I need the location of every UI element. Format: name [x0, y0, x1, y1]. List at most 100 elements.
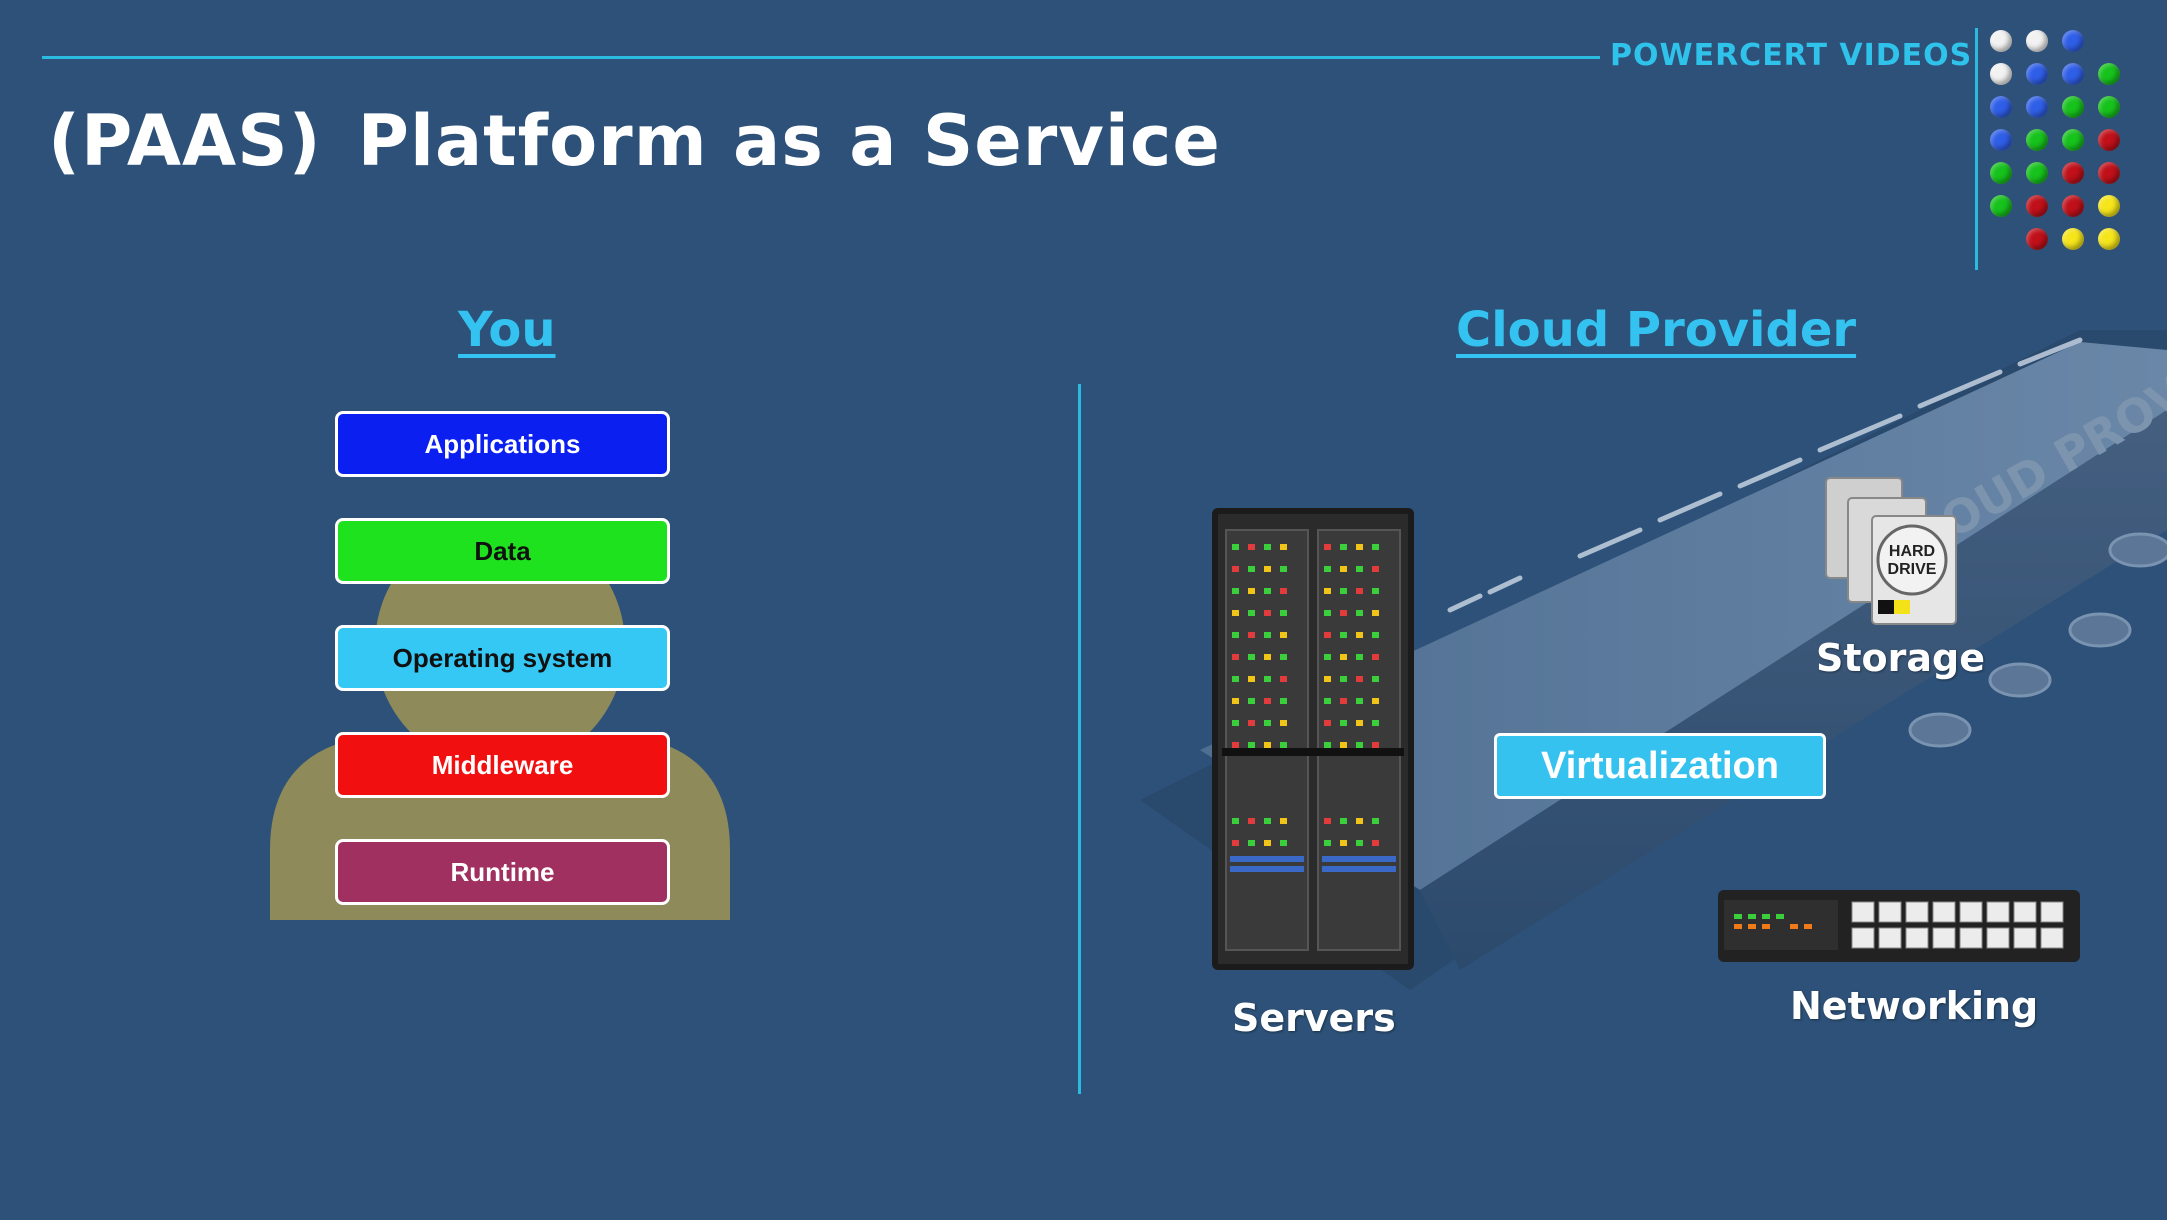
rack-led — [1356, 818, 1363, 824]
logo-dot — [2026, 96, 2048, 118]
logo-dot — [2062, 129, 2084, 151]
logo-dot — [1990, 63, 2012, 85]
logo-dot — [2026, 129, 2048, 151]
rack-led — [1324, 566, 1331, 572]
rack-led — [1280, 654, 1287, 660]
layer-applications: Applications — [335, 411, 670, 477]
rack-led — [1248, 840, 1255, 846]
rack-led — [1264, 632, 1271, 638]
rack-led — [1232, 610, 1239, 616]
switch-port — [1932, 901, 1956, 923]
logo-dot — [1990, 195, 2012, 217]
rack-led — [1372, 632, 1379, 638]
layer-middleware-label: Middleware — [431, 749, 574, 780]
rack-led — [1280, 610, 1287, 616]
rack-led — [1248, 698, 1255, 704]
rack-led — [1280, 676, 1287, 682]
rack-led — [1340, 720, 1347, 726]
logo-dot — [2098, 228, 2120, 250]
servers-label: Servers — [1232, 996, 1396, 1040]
rack-led — [1232, 676, 1239, 682]
logo-dot — [2026, 63, 2048, 85]
rack-led — [1232, 566, 1239, 572]
rack-led — [1356, 588, 1363, 594]
title-main: Platform as a Service — [357, 100, 1221, 182]
rack-led — [1248, 742, 1255, 748]
title-prefix: (PAAS) — [48, 100, 322, 182]
logo-dot — [1990, 30, 2012, 52]
hard-drive-text-2: DRIVE — [1888, 561, 1937, 578]
logo-dot — [1990, 96, 2012, 118]
switch-port — [1851, 927, 1875, 949]
rack-led — [1264, 566, 1271, 572]
logo-dot — [2098, 195, 2120, 217]
switch-port — [1959, 901, 1983, 923]
rack-led — [1264, 588, 1271, 594]
logo-dot — [2026, 228, 2048, 250]
logo-dot — [2062, 195, 2084, 217]
networking-label: Networking — [1790, 984, 2039, 1028]
rack-led — [1232, 818, 1239, 824]
rack-led — [1356, 654, 1363, 660]
rack-led — [1324, 698, 1331, 704]
rack-led — [1356, 566, 1363, 572]
page-title: (PAAS) Platform as a Service — [48, 100, 1221, 182]
storage-label: Storage — [1816, 636, 1985, 680]
rack-led — [1356, 720, 1363, 726]
rack-led — [1356, 742, 1363, 748]
layer-runtime-label: Runtime — [450, 856, 555, 887]
rack-led — [1324, 742, 1331, 748]
server-rack-icon — [1212, 508, 1414, 970]
virtualization-box: Virtualization — [1494, 733, 1826, 799]
hard-drive-text-1: HARD — [1889, 543, 1935, 560]
switch-port — [1878, 901, 1902, 923]
rack-led — [1280, 818, 1287, 824]
rack-led — [1264, 676, 1271, 682]
logo-dot — [1990, 162, 2012, 184]
rack-led — [1340, 544, 1347, 550]
rack-led — [1324, 676, 1331, 682]
rack-led — [1324, 632, 1331, 638]
rack-led — [1372, 818, 1379, 824]
rack-led — [1248, 676, 1255, 682]
rack-led — [1264, 742, 1271, 748]
rack-led — [1232, 544, 1239, 550]
rack-led — [1372, 840, 1379, 846]
rack-led — [1372, 676, 1379, 682]
rack-led — [1248, 544, 1255, 550]
logo-dot — [2062, 228, 2084, 250]
logo-dot — [2098, 129, 2120, 151]
rack-led — [1372, 742, 1379, 748]
rack-led — [1372, 588, 1379, 594]
rack-led — [1340, 818, 1347, 824]
logo-dot — [2026, 162, 2048, 184]
logo-dot — [2062, 30, 2084, 52]
brand-logo-dots — [1990, 30, 2140, 260]
rack-led — [1232, 588, 1239, 594]
you-heading: You — [458, 302, 556, 358]
logo-dot — [1990, 129, 2012, 151]
switch-port — [1932, 927, 1956, 949]
rack-led — [1356, 698, 1363, 704]
rack-led — [1340, 654, 1347, 660]
rack-led — [1372, 610, 1379, 616]
rack-led — [1340, 632, 1347, 638]
rack-led — [1324, 654, 1331, 660]
rack-led — [1264, 654, 1271, 660]
rack-led — [1340, 610, 1347, 616]
rack-led — [1372, 654, 1379, 660]
layer-operating-system-label: Operating system — [392, 642, 613, 673]
rack-led — [1356, 676, 1363, 682]
rack-led — [1248, 720, 1255, 726]
switch-port — [1986, 901, 2010, 923]
rack-led — [1264, 840, 1271, 846]
rack-led — [1372, 720, 1379, 726]
layer-operating-system: Operating system — [335, 625, 670, 691]
rack-led — [1264, 720, 1271, 726]
rack-led — [1248, 566, 1255, 572]
section-divider — [1078, 384, 1081, 1094]
switch-port — [2040, 901, 2064, 923]
rack-led — [1324, 840, 1331, 846]
rack-led — [1264, 698, 1271, 704]
rack-led — [1248, 588, 1255, 594]
